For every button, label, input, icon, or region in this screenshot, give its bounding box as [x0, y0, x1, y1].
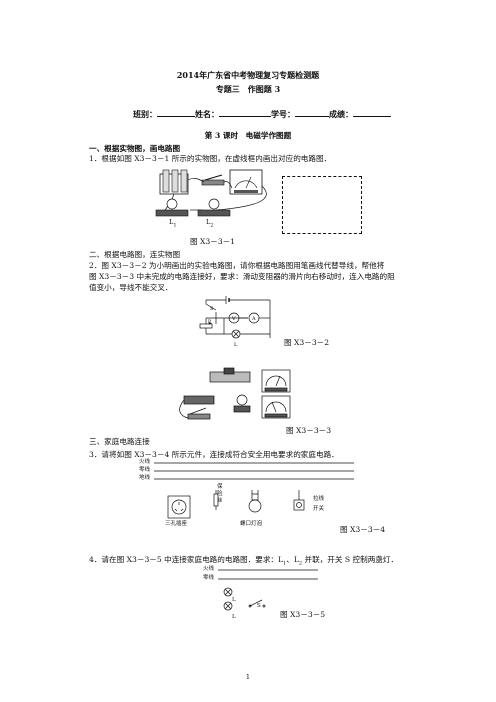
- answer-box[interactable]: [282, 176, 362, 234]
- fire-line2-label: 火线: [203, 566, 215, 572]
- class-field[interactable]: [157, 108, 195, 117]
- fire-line-label: 火线: [139, 459, 151, 465]
- zero-line-label: 零线: [139, 467, 151, 473]
- figure-x3-3-2-schematic: S V A P L: [199, 296, 271, 348]
- svg-text:L: L: [234, 342, 238, 348]
- name-field[interactable]: [219, 108, 271, 117]
- q4-l2-label: L: [232, 614, 236, 620]
- fig1-label: 图 X3－3－1: [190, 237, 236, 246]
- svg-text:V: V: [231, 316, 236, 322]
- page-title: 2014年广东省中考物理复习专题检测题: [176, 70, 320, 80]
- question-4: 4．请在图 X3－3－5 中连接家庭电路的电路图．要求：L1、L2 并联，开关 …: [89, 555, 399, 567]
- figure-x3-3-4-household: [154, 462, 354, 519]
- score-label: 成绩：: [329, 109, 353, 119]
- zero-line2-label: 零线: [203, 575, 215, 581]
- fig4-label: 图 X3－3－4: [340, 525, 386, 534]
- class-label: 班别：: [133, 109, 157, 119]
- switch-label: 拉线 开关: [313, 494, 324, 514]
- score-field[interactable]: [353, 108, 391, 117]
- fuse-char-1: 保: [217, 484, 223, 490]
- fuse-label: 保 险 丝: [217, 484, 223, 505]
- switch-label-2: 开关: [313, 506, 325, 512]
- id-label: 学号：: [271, 109, 295, 119]
- l2-label: L2: [206, 218, 214, 229]
- section1-heading: 一、根据实物图，画电路图: [89, 144, 181, 153]
- ground-line-label: 地线: [139, 475, 151, 481]
- id-field[interactable]: [295, 108, 329, 117]
- fuse-char-3: 丝: [217, 498, 223, 504]
- question-2-line1: 2．图 X3－3－2 为小明画出的实验电路图，请你根据电路图用笔画线代替导线，帮…: [89, 261, 385, 270]
- fuse-char-2: 险: [217, 491, 223, 497]
- svg-text:S: S: [210, 306, 214, 312]
- figure-x3-3-5-circuit: [218, 569, 318, 611]
- fig2-label: 图 X3－3－2: [284, 338, 330, 347]
- switch-label-1: 拉线: [313, 496, 325, 502]
- q4-l1-label: L: [232, 597, 236, 603]
- svg-text:P: P: [208, 319, 211, 325]
- info-row: 班别： 姓名： 学号： 成绩：: [133, 108, 391, 120]
- name-label: 姓名：: [195, 109, 219, 119]
- section3-heading: 三、家庭电路连接: [89, 437, 150, 446]
- section2-heading: 二、根据电路图，连实物图: [89, 250, 181, 259]
- fig5-label: 图 X3－3－5: [280, 610, 326, 619]
- fig3-label: 图 X3－3－3: [286, 426, 332, 435]
- question-3: 3．请将如图 X3－3－4 所示元件，连接成符合安全用电要求的家庭电路．: [89, 450, 339, 459]
- l1-label: L1: [169, 218, 177, 229]
- figure-x3-3-1-objects: [155, 169, 267, 217]
- lamp-label: 螺口灯泡: [240, 521, 263, 527]
- socket-label: 三孔插座: [165, 521, 188, 527]
- lesson-title: 第 3 课时 电磁学作图题: [204, 131, 292, 140]
- question-2-line2: 图 X3－3－3 中未完成的电路连接好，要求：滑动变阻器的滑片向右移动时，连入电…: [89, 272, 395, 281]
- page-subtitle: 专题三 作图题 3: [215, 84, 281, 94]
- q4-s-label: S: [257, 603, 261, 609]
- question-2-line3: 值变小，导线不能交叉．: [89, 283, 173, 292]
- page-number: 1: [245, 673, 251, 681]
- question-1: 1．根据如图 X3－3－1 所示的实物图，在虚线框内画出对应的电路图．: [89, 154, 332, 163]
- svg-text:A: A: [251, 316, 256, 322]
- figure-x3-3-3-objects: [179, 367, 291, 420]
